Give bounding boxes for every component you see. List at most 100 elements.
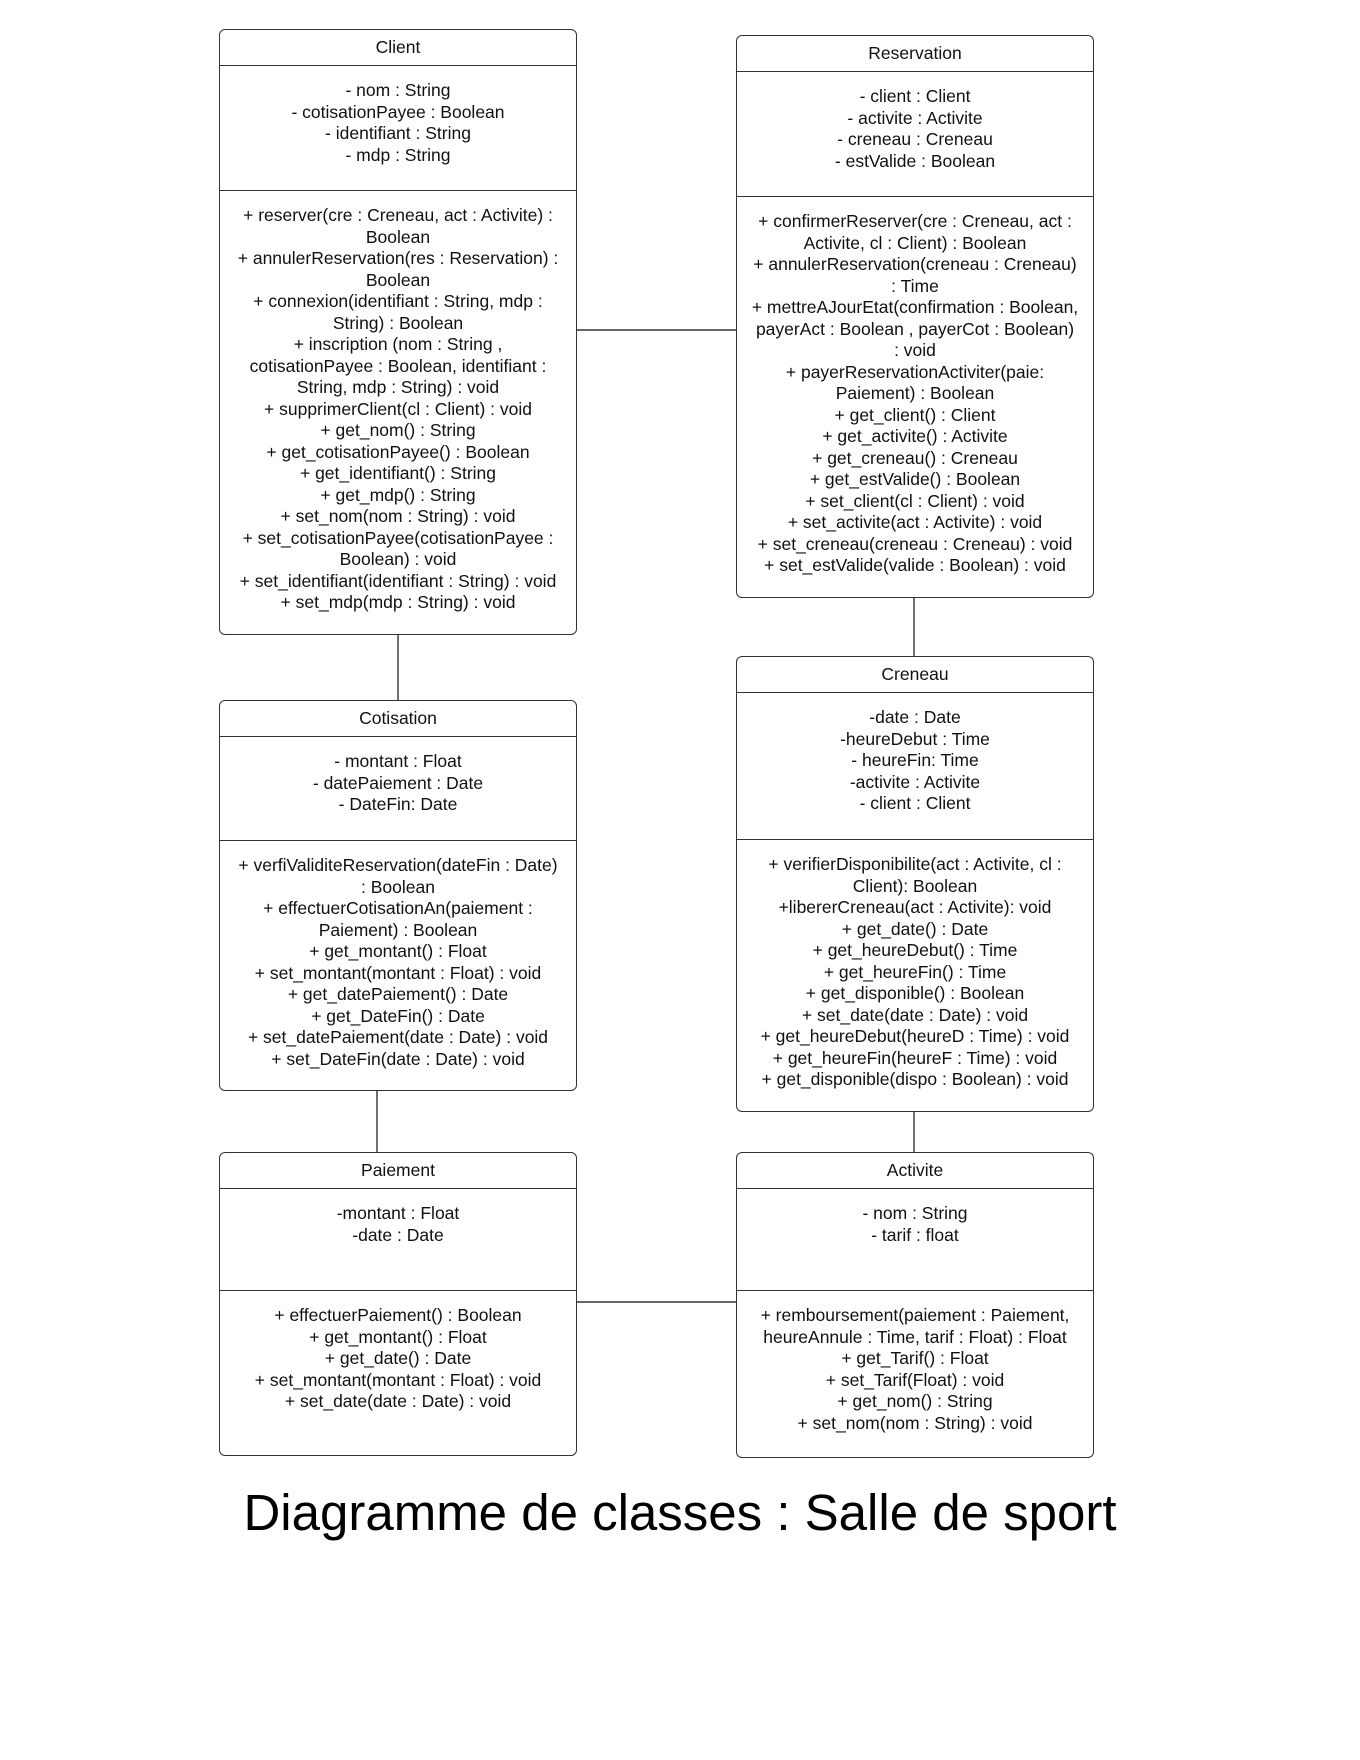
operation-line: + verfiValiditeReservation(dateFin : Dat… [238,855,558,875]
class-operations: + remboursement(paiement : Paiement,heur… [737,1291,1093,1434]
class-name: Reservation [737,36,1093,72]
operation-line: Paiement) : Boolean [318,919,478,940]
operation-line: + set_mdp(mdp : String) : void [280,592,516,612]
operation-line: + get_nom() : String [320,420,476,440]
operation-line: + payerReservationActiviter(paie: [785,361,1045,382]
operation-line: + get_cotisationPayee() : Boolean [266,441,530,462]
class-name: Cotisation [220,701,576,737]
operation-line: + get_montant() : Float [309,941,487,961]
operation-line: + connexion(identifiant : String, mdp : [253,291,543,311]
attribute-line: - client : Client [859,793,971,813]
operation-line: + effectuerCotisationAn(paiement : [263,898,533,918]
operation-line: + supprimerClient(cl : Client) : void [264,398,532,419]
operation-line: Boolean [365,226,431,247]
class-paiement: Paiement -montant : Float-date : Date + … [219,1152,577,1456]
operation-line: + effectuerPaiement() : Boolean [274,1305,522,1325]
operation-line: + get_client() : Client [834,404,996,425]
attribute-line: - cotisationPayee : Boolean [291,101,505,122]
attribute-line: -montant : Float [336,1203,460,1223]
class-attributes: - client : Client- activite : Activite- … [737,72,1093,197]
class-name: Creneau [737,657,1093,693]
operation-line: + set_nom(nom : String) : void [280,506,516,526]
attribute-line: - identifiant : String [325,123,471,143]
operation-line: String, mdp : String) : void [296,377,500,397]
operation-line: + get_datePaiement() : Date [287,984,509,1004]
attribute-line: - estValide : Boolean [834,150,996,171]
operation-line: + remboursement(paiement : Paiement, [760,1305,1070,1325]
attribute-line: - nom : String [345,80,451,100]
class-operations: + verfiValiditeReservation(dateFin : Dat… [220,841,576,1070]
operation-line: heureAnnule : Time, tarif : Float) : Flo… [763,1326,1067,1347]
attribute-line: - tarif : float [871,1224,959,1245]
operation-line: + reserver(cre : Creneau, act : Activite… [243,205,553,225]
operation-line: Client): Boolean [852,875,978,896]
operation-line: + set_client(cl : Client) : void [805,490,1025,511]
class-operations: + effectuerPaiement() : Boolean+ get_mon… [220,1291,576,1413]
operation-line: + set_DateFin(date : Date) : void [271,1048,525,1069]
class-name: Paiement [220,1153,576,1189]
operation-line: +libererCreneau(act : Activite): void [778,897,1052,917]
attribute-line: - DateFin: Date [338,794,458,814]
attribute-line: - creneau : Creneau [837,129,993,149]
attribute-line: - nom : String [862,1203,968,1223]
operation-line: + set_nom(nom : String) : void [797,1412,1033,1433]
operation-line: + get_Tarif() : Float [841,1348,989,1368]
operation-line: + confirmerReserver(cre : Creneau, act : [758,211,1072,231]
operation-line: + inscription (nom : String , [293,334,503,354]
operation-line: cotisationPayee : Boolean, identifiant : [249,355,547,376]
operation-line: + get_estValide() : Boolean [809,469,1021,489]
operation-line: + get_heureDebut() : Time [812,940,1018,960]
operation-line: Boolean) : void [339,549,457,569]
operation-line: : void [894,340,936,360]
class-activite: Activite - nom : String- tarif : float +… [736,1152,1094,1458]
attribute-line: -date : Date [869,707,961,727]
operation-line: + get_date() : Date [324,1348,472,1368]
attribute-line: - montant : Float [334,751,462,771]
operation-line: + annulerReservation(res : Reservation) … [237,248,559,268]
operation-line: + get_DateFin() : Date [311,1005,485,1026]
attribute-line: -date : Date [352,1224,444,1245]
operation-line: + set_datePaiement(date : Date) : void [247,1027,549,1047]
operation-line: + get_creneau() : Creneau [812,447,1018,468]
operation-line: + mettreAJourEtat(confirmation : Boolean… [751,297,1079,317]
operation-line: + get_montant() : Float [309,1326,487,1347]
operation-line: + set_Tarif(Float) : void [825,1369,1005,1390]
operation-line: + verifierDisponibilite(act : Activite, … [768,854,1062,874]
attribute-line: - client : Client [859,86,971,106]
class-name: Activite [737,1153,1093,1189]
class-operations: + confirmerReserver(cre : Creneau, act :… [737,197,1093,577]
operation-line: + get_heureFin(heureF : Time) : void [772,1047,1058,1068]
operation-line: + set_date(date : Date) : void [284,1391,512,1411]
operation-line: + get_activite() : Activite [822,426,1008,446]
class-operations: + reserver(cre : Creneau, act : Activite… [220,191,576,614]
operation-line: + set_montant(montant : Float) : void [254,962,542,983]
class-operations: + verifierDisponibilite(act : Activite, … [737,840,1093,1091]
class-attributes: -montant : Float-date : Date [220,1189,576,1291]
class-reservation: Reservation - client : Client- activite … [736,35,1094,598]
attribute-line: - datePaiement : Date [312,772,484,793]
operation-line: + get_disponible(dispo : Boolean) : void [761,1069,1069,1089]
operation-line: + set_activite(act : Activite) : void [787,512,1043,532]
class-cotisation: Cotisation - montant : Float- datePaieme… [219,700,577,1091]
attribute-line: - activite : Activite [847,107,983,128]
class-client: Client - nom : String- cotisationPayee :… [219,29,577,635]
class-creneau: Creneau -date : Date-heureDebut : Time- … [736,656,1094,1112]
operation-line: payerAct : Boolean , payerCot : Boolean) [755,318,1075,339]
operation-line: + get_disponible() : Boolean [805,983,1025,1003]
operation-line: + set_estValide(valide : Boolean) : void [764,555,1066,575]
attribute-line: -activite : Activite [849,771,981,792]
attribute-line: -heureDebut : Time [840,728,990,749]
operation-line: Paiement) : Boolean [835,383,995,403]
operation-line: + get_nom() : String [837,1391,993,1411]
operation-line: Boolean [365,269,431,290]
operation-line: + get_mdp() : String [320,484,476,505]
operation-line: + get_identifiant() : String [299,463,496,483]
operation-line: : Time [891,275,939,296]
class-attributes: - nom : String- tarif : float [737,1189,1093,1291]
operation-line: + set_montant(montant : Float) : void [254,1369,542,1390]
class-attributes: -date : Date-heureDebut : Time- heureFin… [737,693,1093,840]
class-name: Client [220,30,576,66]
operation-line: + set_creneau(creneau : Creneau) : void [757,533,1073,554]
